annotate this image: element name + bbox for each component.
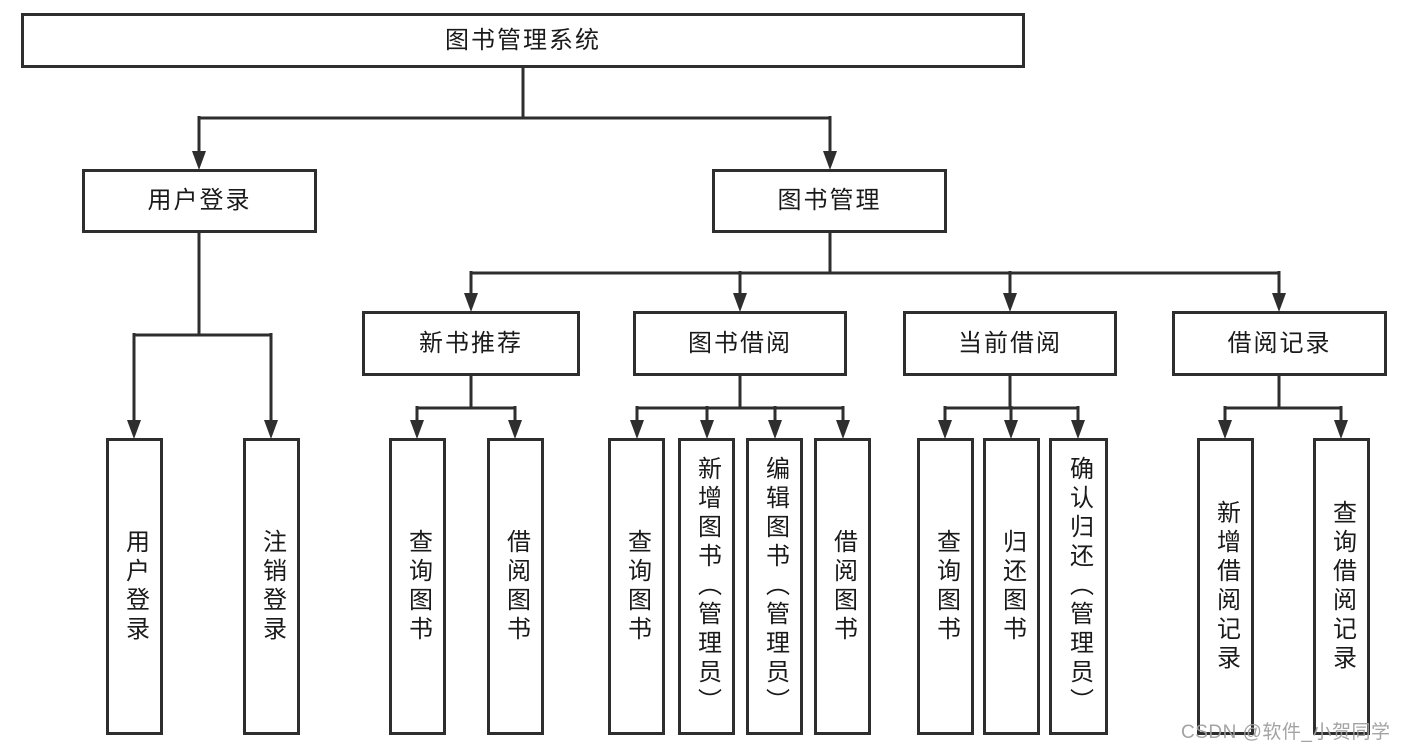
node-library-management-system: 图书管理系统 <box>21 13 1025 68</box>
leaf-label: 确认归还（管理员） <box>1065 456 1093 717</box>
arrowhead-icon <box>508 420 522 439</box>
leaf-borrow-books-recommend: 借阅图书 <box>487 438 544 735</box>
leaf-add-books-admin: 新增图书（管理员） <box>678 438 735 735</box>
leaf-label: 查询图书 <box>932 528 960 645</box>
arrowhead-icon <box>630 420 644 439</box>
leaf-label: 用户登录 <box>121 528 149 645</box>
node-label: 借阅记录 <box>1227 329 1332 357</box>
arrowhead-icon <box>264 420 278 439</box>
arrowhead-icon <box>1272 293 1286 312</box>
arrowhead-icon <box>1004 420 1018 439</box>
node-book-borrow: 图书借阅 <box>633 311 847 376</box>
arrowhead-icon <box>733 293 747 312</box>
leaf-return-books: 归还图书 <box>983 438 1040 735</box>
node-new-book-recommend: 新书推荐 <box>362 311 580 376</box>
arrowhead-icon <box>464 293 478 312</box>
leaf-add-borrow-record: 新增借阅记录 <box>1197 438 1254 735</box>
leaf-label: 归还图书 <box>998 528 1026 645</box>
leaf-query-books-recommend: 查询图书 <box>389 438 446 735</box>
node-user-login: 用户登录 <box>82 169 317 233</box>
node-label: 当前借阅 <box>958 329 1062 357</box>
arrowhead-icon <box>836 420 850 439</box>
arrowhead-icon <box>1003 293 1017 312</box>
arrowhead-icon <box>192 151 206 170</box>
leaf-query-books-borrow: 查询图书 <box>608 438 665 735</box>
node-book-management: 图书管理 <box>712 169 947 233</box>
leaf-label: 查询借阅记录 <box>1328 499 1356 674</box>
leaf-label: 编辑图书（管理员） <box>761 456 789 717</box>
arrowhead-icon <box>938 420 952 439</box>
arrowhead-icon <box>823 151 837 170</box>
node-borrow-records: 借阅记录 <box>1172 311 1387 376</box>
arrowhead-icon <box>768 420 782 439</box>
arrowhead-icon <box>700 420 714 439</box>
node-label: 图书借阅 <box>688 329 792 357</box>
leaf-edit-books-admin: 编辑图书（管理员） <box>746 438 803 735</box>
leaf-label: 借阅图书 <box>829 528 857 645</box>
leaf-label: 借阅图书 <box>502 528 530 645</box>
leaf-label: 查询图书 <box>623 528 651 645</box>
leaf-label: 新增借阅记录 <box>1212 499 1240 674</box>
leaf-confirm-return-admin: 确认归还（管理员） <box>1049 438 1108 735</box>
node-label: 新书推荐 <box>419 329 523 357</box>
arrowhead-icon <box>1071 420 1085 439</box>
node-label: 用户登录 <box>147 187 252 214</box>
leaf-label: 新增图书（管理员） <box>693 456 721 717</box>
node-label: 图书管理系统 <box>445 26 601 54</box>
leaf-label: 查询图书 <box>404 528 432 645</box>
node-label: 图书管理 <box>777 187 882 214</box>
leaf-label: 注销登录 <box>258 528 286 645</box>
csdn-watermark: CSDN @软件_小贺同学 <box>1181 722 1391 743</box>
leaf-borrow-books: 借阅图书 <box>814 438 871 735</box>
arrowhead-icon <box>1218 420 1232 439</box>
leaf-query-borrow-record: 查询借阅记录 <box>1313 438 1370 735</box>
leaf-logout: 注销登录 <box>243 438 300 735</box>
arrowhead-icon <box>127 420 141 439</box>
leaf-user-login: 用户登录 <box>106 438 163 735</box>
node-current-borrow: 当前借阅 <box>903 311 1117 376</box>
arrowhead-icon <box>1334 420 1348 439</box>
arrowhead-icon <box>410 420 424 439</box>
leaf-query-books-current: 查询图书 <box>917 438 974 735</box>
